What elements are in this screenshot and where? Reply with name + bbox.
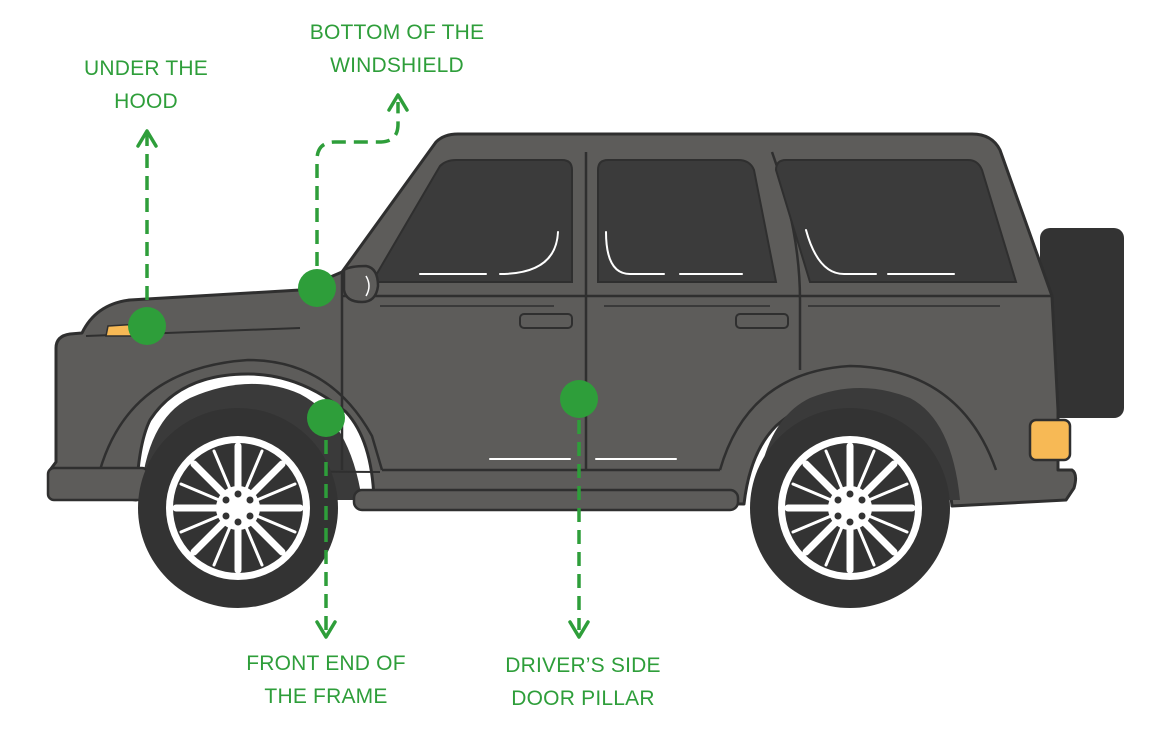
front-door-handle bbox=[519, 313, 573, 329]
arrow-down-icon bbox=[315, 620, 337, 639]
arrow-down-icon bbox=[568, 620, 590, 639]
hood-marker bbox=[128, 307, 166, 345]
rear-door-handle bbox=[735, 313, 789, 329]
label-line: HOOD bbox=[114, 90, 178, 113]
rear-wheel bbox=[750, 408, 950, 608]
front-bumper bbox=[46, 466, 150, 502]
arrow-up-icon bbox=[136, 129, 158, 148]
rear-door-window bbox=[597, 159, 778, 283]
hood-callout bbox=[128, 129, 166, 345]
label-drivers-side-door-pillar: DRIVER’S SIDE DOOR PILLAR bbox=[483, 649, 683, 715]
label-line: FRONT END OF bbox=[246, 652, 406, 675]
arrow-up-icon bbox=[387, 93, 409, 112]
label-line: WINDSHIELD bbox=[330, 54, 464, 77]
label-front-end-of-frame: FRONT END OF THE FRAME bbox=[226, 647, 426, 713]
frame-marker bbox=[307, 399, 345, 437]
front-fender-flare bbox=[98, 358, 384, 471]
label-line: DOOR PILLAR bbox=[511, 687, 655, 710]
pillar-callout bbox=[560, 380, 598, 639]
label-line: THE FRAME bbox=[264, 685, 388, 708]
rear-marker-light bbox=[1028, 418, 1072, 462]
label-line: DRIVER’S SIDE bbox=[505, 654, 661, 677]
frame-callout bbox=[307, 399, 345, 639]
quarter-window bbox=[774, 159, 1018, 283]
running-board bbox=[352, 488, 740, 512]
side-mirror bbox=[342, 264, 380, 304]
front-wheel bbox=[138, 408, 338, 608]
front-window bbox=[370, 159, 573, 283]
windshield-callout bbox=[298, 93, 409, 307]
rear-fender-flare bbox=[718, 364, 998, 471]
spare-tire bbox=[1040, 228, 1124, 418]
pillar-marker bbox=[560, 380, 598, 418]
label-under-the-hood: UNDER THE HOOD bbox=[46, 52, 246, 118]
label-line: UNDER THE bbox=[84, 57, 208, 80]
windshield-marker bbox=[298, 269, 336, 307]
window-reflections bbox=[419, 229, 955, 275]
label-line: BOTTOM OF THE bbox=[309, 21, 485, 44]
label-bottom-of-windshield: BOTTOM OF THE WINDSHIELD bbox=[297, 16, 497, 82]
